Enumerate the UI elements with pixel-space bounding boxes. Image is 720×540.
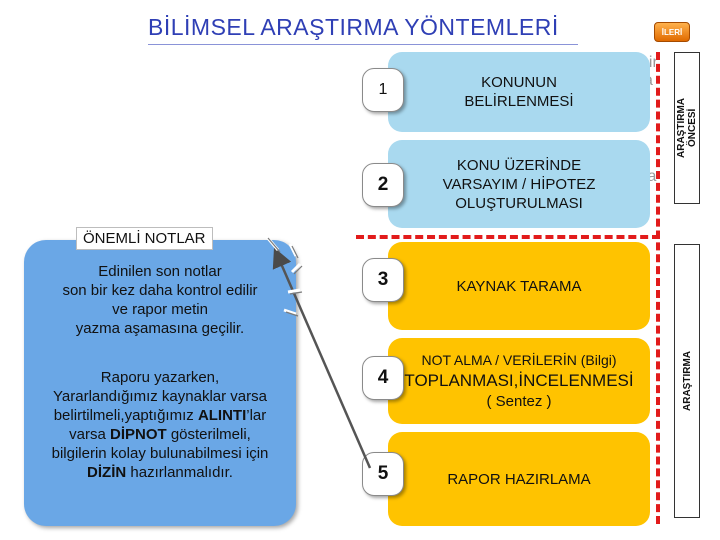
arrow-step5-to-notes — [272, 247, 372, 469]
note-2-emphasis: DİZİN — [87, 464, 127, 481]
step-4-line3: ( Sentez ) — [486, 393, 552, 410]
next-button[interactable]: İLERİ — [654, 22, 690, 42]
notes-panel — [24, 240, 296, 526]
note-2-line: DİZİN hazırlanmalıdır. — [87, 464, 233, 481]
ray-icon-shadow — [267, 237, 303, 317]
step-4-box: NOT ALMA / VERİLERİN (Bilgi) TOPLANMASI,… — [388, 338, 650, 424]
step-1-number: 1 — [362, 68, 404, 112]
phase-divider-horizontal — [356, 235, 660, 239]
notes-title: ÖNEMLİ NOTLAR — [76, 227, 213, 250]
note-2-line: belirtilmeli,yaptığımız ALINTI’lar — [53, 407, 267, 424]
note-2: Raporu yazarken, Yararlandığımız kaynakl… — [28, 368, 292, 482]
step-4-line1: NOT ALMA / VERİLERİN (Bilgi) — [421, 352, 617, 368]
step-4-line2: TOPLANMASI,İNCELENMESİ — [404, 371, 634, 390]
step-1-box: KONUNUN BELİRLENMESİ — [388, 52, 650, 132]
note-2-emphasis: DİPNOT — [109, 426, 167, 443]
step-4-number: 4 — [362, 356, 404, 400]
step-2-number: 2 — [362, 163, 404, 207]
phase-label-during: ARAŞTIRMA — [674, 244, 700, 518]
step-3-box: KAYNAK TARAMA — [388, 242, 650, 330]
note-2-line: bilgilerin kolay bulunabilmesi için — [51, 445, 269, 462]
title-underline — [148, 44, 578, 45]
phase-divider-vertical — [656, 52, 660, 524]
note-2-emphasis: ALINTI — [197, 407, 247, 424]
note-2-line: Raporu yazarken, — [100, 369, 220, 386]
step-5-box: RAPOR HAZIRLAMA — [388, 432, 650, 526]
note-2-line: varsa DİPNOT gösterilmeli, — [69, 426, 251, 443]
page-title: BİLİMSEL ARAŞTIRMA YÖNTEMLERİ — [148, 14, 559, 40]
phase-label-before: ARAŞTIRMA ÖNCESİ — [674, 52, 700, 204]
note-1: Edinilen son notlar son bir kez daha kon… — [62, 263, 258, 337]
note-2-line: Yararlandığımız kaynaklar varsa — [53, 388, 267, 405]
step-5-number: 5 — [362, 452, 404, 496]
step-2-box: KONU ÜZERİNDE VARSAYIM / HİPOTEZ OLUŞTUR… — [388, 140, 650, 228]
step-3-number: 3 — [362, 258, 404, 302]
